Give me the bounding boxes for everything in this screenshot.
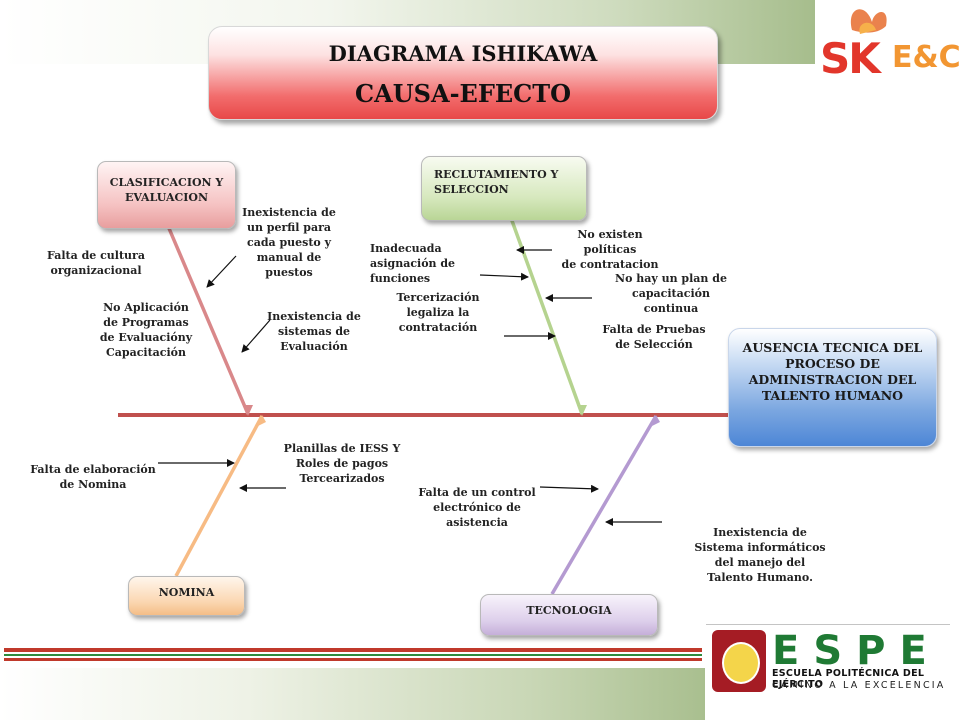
- effect-box: AUSENCIA TECNICA DEL PROCESO DE ADMINIST…: [728, 328, 937, 447]
- category-clasificacion-label: CLASIFICACION Y EVALUACION: [109, 176, 224, 204]
- espe-logo-motto: CAMINO A LA EXCELENCIA: [772, 680, 946, 691]
- sk-logo-text: SK: [820, 34, 881, 83]
- cause-politicas-contratacion: No existen políticas de contratacion: [561, 228, 659, 271]
- category-reclutamiento-label: RECLUTAMIENTO Y SELECCION: [434, 168, 559, 196]
- cause-plan-capacitacion: No hay un plan de capacitación continua: [615, 272, 727, 315]
- bone-reclutamiento-head: [577, 405, 587, 416]
- diagram-title-line2: CAUSA-EFECTO: [354, 79, 572, 108]
- bone-tecnologia: [550, 415, 658, 595]
- espe-logo-name: ESCUELA POLITÉCNICA DEL EJÉRCITO: [772, 668, 925, 690]
- cause-asignacion-funciones: Inadecuada asignación de funciones: [370, 242, 456, 285]
- category-tecnologia: TECNOLOGIA: [480, 594, 658, 636]
- category-tecnologia-label: TECNOLOGIA: [526, 604, 612, 617]
- sk-logo: SK E&C: [816, 0, 960, 110]
- category-nomina: NOMINA: [128, 576, 245, 616]
- cause-pruebas-seleccion: Falta de Pruebas de Selección: [602, 323, 706, 351]
- cause-elaboracion-nomina: Falta de elaboración de Nomina: [30, 463, 156, 491]
- cause-programas-evaluacion: No Aplicación de Programas de Evaluación…: [99, 301, 193, 359]
- cause-sistema-informatico: Inexistencia de Sistema informáticos del…: [694, 526, 826, 584]
- category-nomina-label: NOMINA: [158, 586, 215, 599]
- arrow-control-asistencia: [539, 484, 599, 493]
- category-reclutamiento: RECLUTAMIENTO Y SELECCION: [421, 156, 587, 221]
- footer-stripes: [0, 644, 702, 666]
- arrow-sistemas-evaluacion: [241, 319, 271, 353]
- footer-band: [0, 668, 705, 720]
- cause-control-asistencia: Falta de un control electrónico de asist…: [418, 486, 536, 529]
- bone-nomina: [174, 415, 264, 577]
- arrow-perfil-puesto: [206, 255, 237, 288]
- cause-planillas-iess: Planillas de IESS Y Roles de pagos Terce…: [283, 442, 401, 485]
- effect-label: AUSENCIA TECNICA DEL PROCESO DE ADMINIST…: [742, 340, 923, 403]
- diagram-title-box: DIAGRAMA ISHIKAWA CAUSA-EFECTO: [208, 26, 718, 120]
- category-clasificacion: CLASIFICACION Y EVALUACION: [97, 161, 236, 229]
- espe-logo: ESPE ESCUELA POLITÉCNICA DEL EJÉRCITO CA…: [706, 624, 950, 696]
- bone-clasificacion-head: [243, 405, 253, 416]
- espe-emblem-icon: [712, 630, 766, 692]
- espe-logo-letters: ESPE: [772, 628, 941, 674]
- sk-logo-subtext: E&C: [892, 40, 960, 75]
- cause-sistemas-evaluacion: Inexistencia de sistemas de Evaluación: [267, 310, 361, 353]
- bone-tecnologia-head: [652, 415, 660, 426]
- arrow-asignacion-funciones: [479, 272, 529, 281]
- bone-clasificacion: [166, 225, 250, 415]
- cause-perfil-puesto: Inexistencia de un perfil para cada pues…: [242, 206, 336, 279]
- diagram-title-line1: DIAGRAMA ISHIKAWA: [328, 41, 598, 66]
- cause-tercerizacion: Tercerización legaliza la contratación: [396, 291, 480, 334]
- bone-nomina-head: [258, 415, 266, 426]
- cause-cultura-organizacional: Falta de cultura organizacional: [47, 249, 145, 277]
- butterfly-icon: [850, 9, 887, 34]
